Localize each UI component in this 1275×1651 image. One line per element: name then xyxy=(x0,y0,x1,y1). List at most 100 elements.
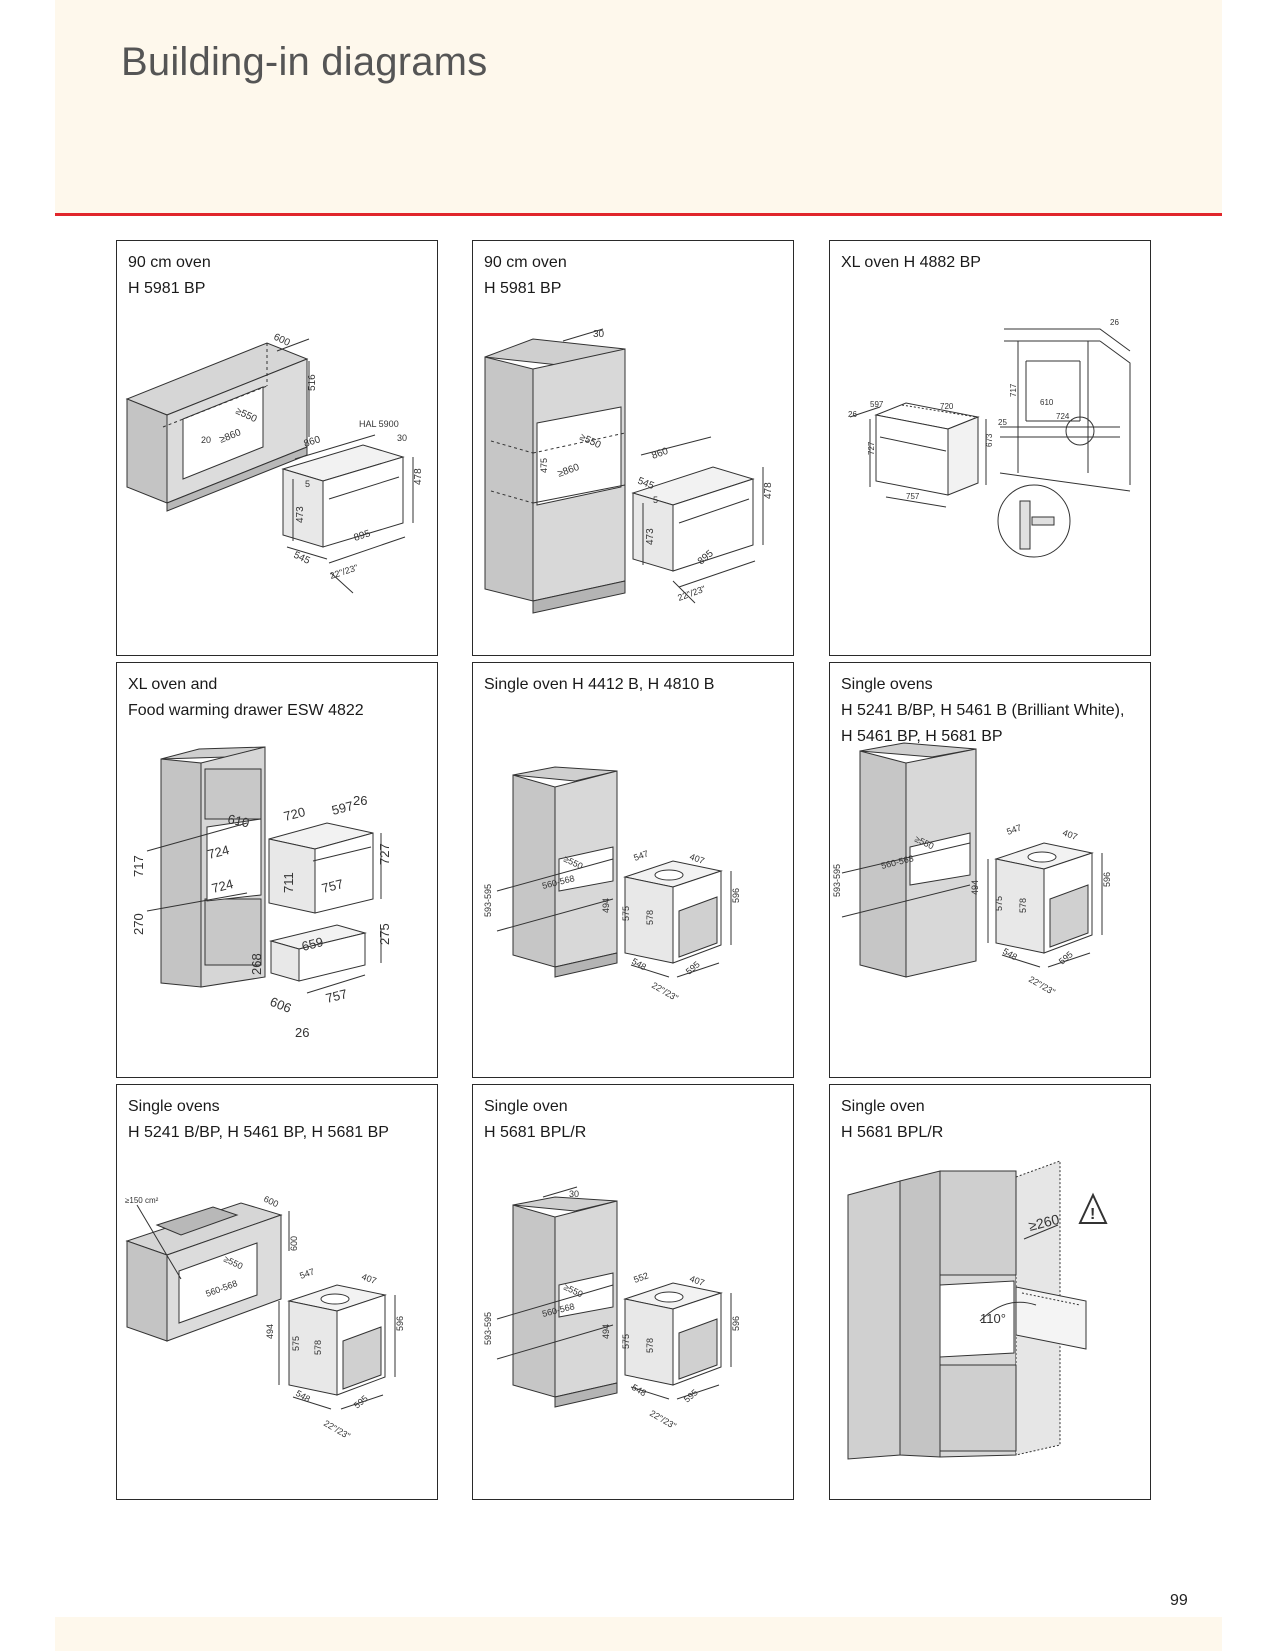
dim-label: 547 xyxy=(632,848,650,863)
dim-label: 673 xyxy=(985,433,994,447)
dim-label: 578 xyxy=(313,1340,323,1355)
caption-line: H 5981 BP xyxy=(128,280,206,297)
dim-label: 275 xyxy=(377,923,392,945)
dim-label: 610 xyxy=(226,811,250,830)
caption-line: XL oven and xyxy=(128,676,218,693)
dim-label: 494 xyxy=(265,1324,275,1339)
panel-caption: XL oven and Food warming drawer ESW 4822 xyxy=(128,672,364,724)
oven-diagram: 593-595 ≥550 560-568 547 407 494 575 578… xyxy=(473,663,793,1077)
dim-label: 26 xyxy=(295,1025,309,1040)
diagram-panel: 593-595 ≥550 560-568 547 407 494 575 578… xyxy=(472,662,794,1078)
diagram-panel: 26 597 720 727 673 757 717 610 724 25 26… xyxy=(829,240,1151,656)
dim-label: 494 xyxy=(970,880,980,895)
dim-label: 548 xyxy=(630,1382,648,1398)
caption-line: H 5681 BPL/R xyxy=(841,1124,944,1141)
dim-label: HAL 5900 xyxy=(359,419,399,429)
dim-label: 593-595 xyxy=(832,864,842,897)
dim-label: 26 xyxy=(353,793,367,808)
panel-caption: 90 cm oven H 5981 BP xyxy=(128,250,211,302)
dim-label: 595 xyxy=(1057,949,1075,966)
dim-label: 720 xyxy=(282,804,307,824)
dim-label: 22"/23" xyxy=(650,980,680,1003)
dim-label: 860 xyxy=(303,434,323,450)
caption-line: H 5461 BP, H 5681 BP xyxy=(841,728,1003,745)
dim-label: ≥150 cm² xyxy=(125,1196,159,1205)
dim-label: 516 xyxy=(307,374,318,391)
caption-line: 90 cm oven xyxy=(128,254,211,271)
oven-diagram: 717 610 724 724 270 720 597 26 711 757 7… xyxy=(117,663,437,1077)
dim-label: 596 xyxy=(395,1316,405,1331)
caption-line: Food warming drawer ESW 4822 xyxy=(128,702,364,719)
diagram-panel: 717 610 724 724 270 720 597 26 711 757 7… xyxy=(116,662,438,1078)
dim-label: 593-595 xyxy=(483,1312,493,1345)
caption-line: 90 cm oven xyxy=(484,254,567,271)
page-number: 99 xyxy=(1170,1592,1188,1609)
page-title: Building-in diagrams xyxy=(121,40,488,84)
caption-line: XL oven H 4882 BP xyxy=(841,254,981,271)
oven-diagram: 30 ≥550 475 ≥860 860 545 5 478 473 895 2… xyxy=(473,241,793,655)
dim-label: 717 xyxy=(131,855,146,877)
header-rule xyxy=(55,213,1222,216)
panel-caption: Single oven H 4412 B, H 4810 B xyxy=(484,672,714,698)
dim-label: 724 xyxy=(206,842,231,862)
dim-label: 724 xyxy=(1056,412,1070,421)
panel-caption: Single ovens H 5241 B/BP, H 5461 B (Bril… xyxy=(841,672,1124,750)
dim-label: 407 xyxy=(360,1271,378,1286)
dim-label: 575 xyxy=(994,896,1004,911)
dim-label: 26 xyxy=(848,410,857,419)
dim-label: 478 xyxy=(413,468,424,485)
dim-label: 757 xyxy=(320,876,345,896)
dim-label: 597 xyxy=(330,798,355,818)
dim-label: 578 xyxy=(645,1338,655,1353)
oven-diagram: ≥150 cm² 600 600 ≥550 560-568 547 407 49… xyxy=(117,1085,437,1499)
dim-label: 600 xyxy=(289,1236,299,1251)
header-band xyxy=(55,0,1222,214)
dim-label: 407 xyxy=(688,851,706,866)
dim-label: 578 xyxy=(645,910,655,925)
panel-caption: Single oven H 5681 BPL/R xyxy=(484,1094,586,1146)
warning-icon: ! xyxy=(1090,1206,1095,1223)
diagram-panel: 600 516 ≥550 ≥860 20 HAL 5900 30 860 5 4… xyxy=(116,240,438,656)
panel-caption: Single oven H 5681 BPL/R xyxy=(841,1094,943,1146)
dim-label: 22"/23" xyxy=(329,562,360,580)
dim-label: 407 xyxy=(688,1273,706,1288)
dim-label: 478 xyxy=(763,482,774,499)
panel-caption: 90 cm oven H 5981 BP xyxy=(484,250,567,302)
diagram-panel: 30 ≥550 475 ≥860 860 545 5 478 473 895 2… xyxy=(472,240,794,656)
dim-label: 20 xyxy=(201,435,211,445)
dim-label: 597 xyxy=(870,400,884,409)
dim-label: 30 xyxy=(397,433,407,443)
dim-label: 575 xyxy=(621,906,631,921)
oven-diagram: 593-595 ≥550 560-568 547 407 494 575 578… xyxy=(830,663,1150,1077)
caption-line: Single ovens xyxy=(128,1098,220,1115)
oven-diagram: 26 597 720 727 673 757 717 610 724 25 26 xyxy=(830,241,1150,655)
caption-line: H 5241 B/BP, H 5461 B (Brilliant White), xyxy=(841,702,1125,719)
dim-label: 575 xyxy=(621,1334,631,1349)
diagram-panel: ≥150 cm² 600 600 ≥550 560-568 547 407 49… xyxy=(116,1084,438,1500)
dim-label: 720 xyxy=(940,402,954,411)
dim-label: 30 xyxy=(569,1189,579,1199)
dim-label: 595 xyxy=(682,1387,700,1404)
dim-label: 606 xyxy=(268,994,294,1016)
dim-label: 757 xyxy=(906,492,920,501)
dim-label: 596 xyxy=(1102,872,1112,887)
dim-label: 270 xyxy=(131,913,146,935)
dim-label: 552 xyxy=(632,1270,650,1285)
dim-label: 547 xyxy=(298,1266,316,1281)
dim-label: 473 xyxy=(295,506,306,523)
caption-line: Single oven xyxy=(841,1098,925,1115)
panel-caption: Single ovens H 5241 B/BP, H 5461 BP, H 5… xyxy=(128,1094,389,1146)
dim-label: 727 xyxy=(377,843,392,865)
caption-line: Single oven H 4412 B, H 4810 B xyxy=(484,676,715,693)
dim-label: 5 xyxy=(653,495,658,505)
dim-label: 5 xyxy=(305,479,310,489)
dim-label: 610 xyxy=(1040,398,1054,407)
dim-label: 895 xyxy=(353,528,373,544)
dim-label: 22"/23" xyxy=(322,1418,352,1441)
dim-label: 26 xyxy=(1110,318,1119,327)
dim-label: 545 xyxy=(292,550,312,567)
dim-label: 473 xyxy=(645,528,656,545)
dim-label: 659 xyxy=(300,934,325,954)
dim-label: 494 xyxy=(601,898,611,913)
dim-label: 407 xyxy=(1061,827,1079,842)
